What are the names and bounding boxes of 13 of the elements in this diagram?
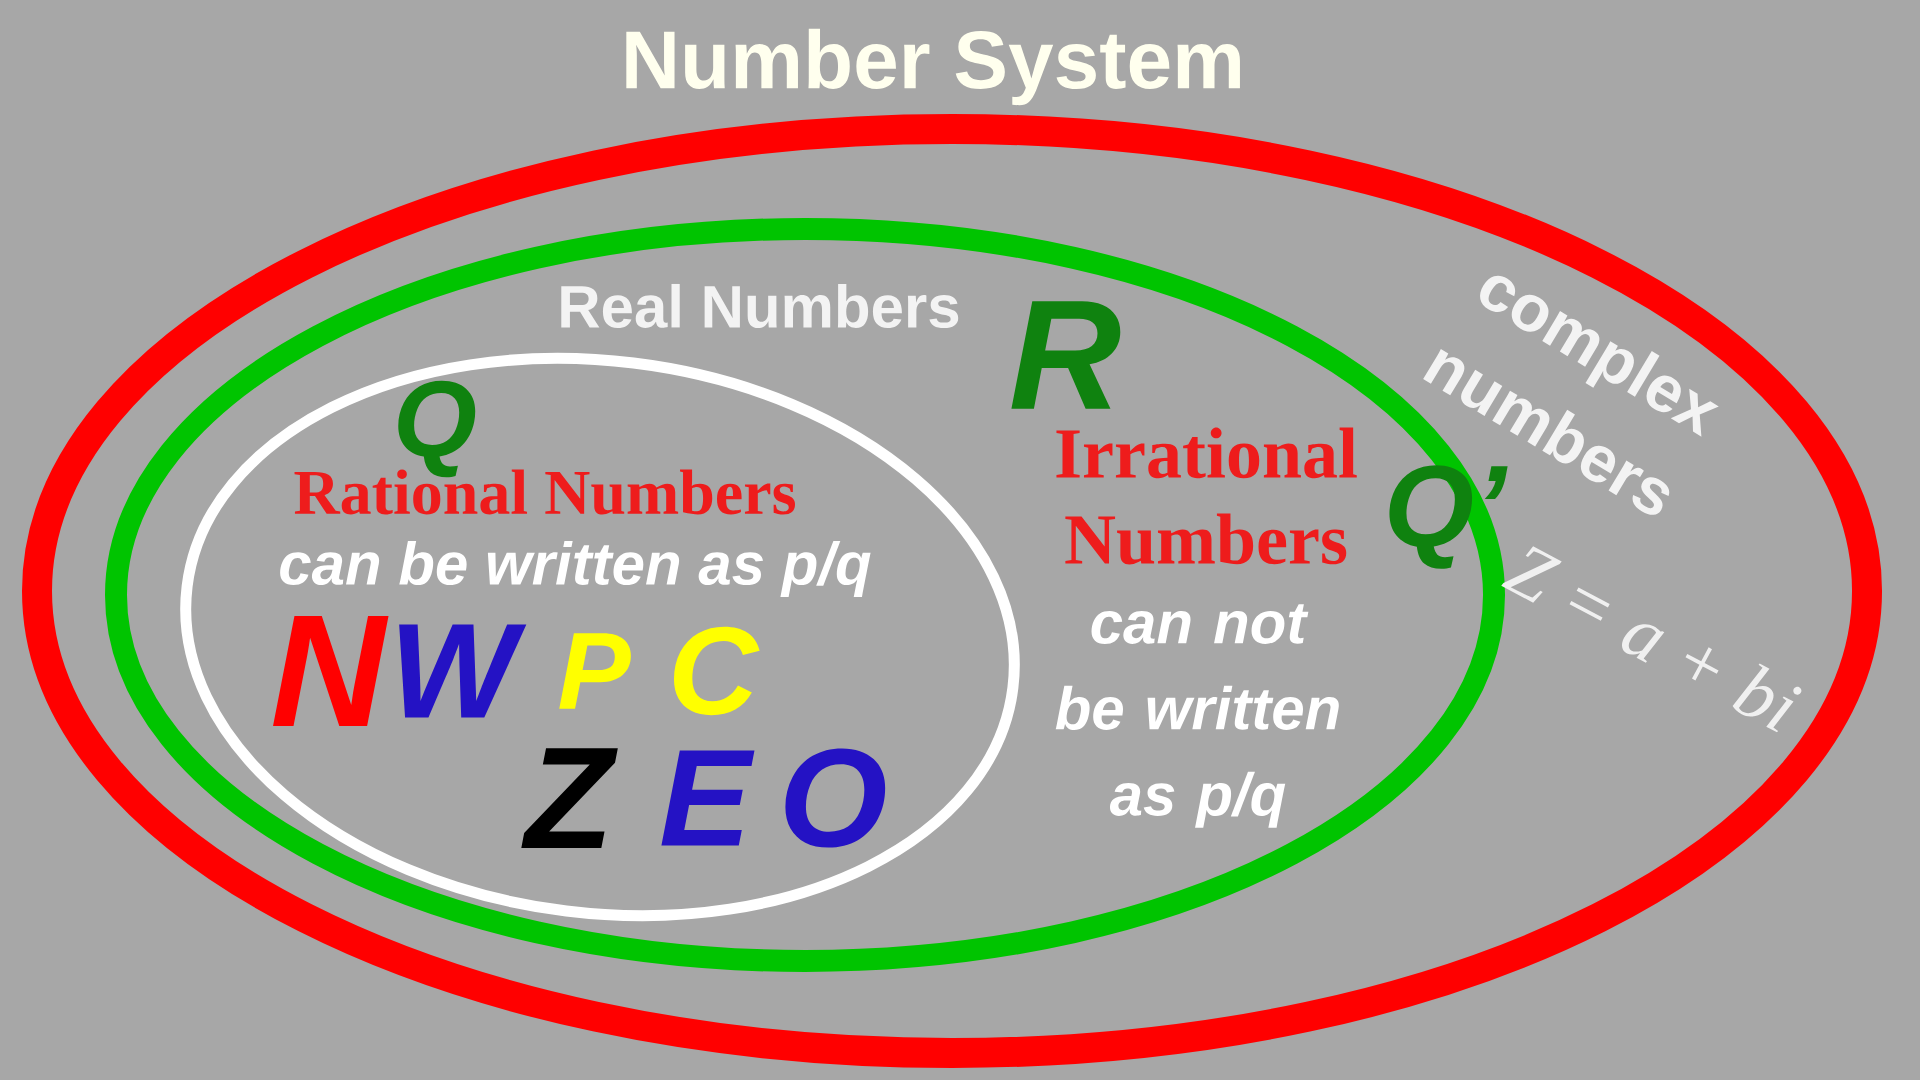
set-symbol: R bbox=[1011, 301, 1121, 409]
set-label: Irrational Numbers bbox=[1056, 427, 1357, 565]
set-letter: W bbox=[399, 624, 527, 718]
description-text: can not be written as p/q bbox=[1055, 604, 1339, 828]
set-letter: P bbox=[559, 633, 631, 709]
set-letter: C bbox=[673, 626, 760, 716]
set-letter: O bbox=[785, 748, 886, 848]
set-label: Real Numbers bbox=[561, 283, 959, 328]
set-letter: E bbox=[661, 750, 755, 846]
set-letter: Z bbox=[521, 748, 618, 848]
set-letter: N bbox=[273, 615, 389, 727]
description-text: can be written as p/q bbox=[280, 541, 871, 597]
title: Number System bbox=[626, 28, 1240, 106]
